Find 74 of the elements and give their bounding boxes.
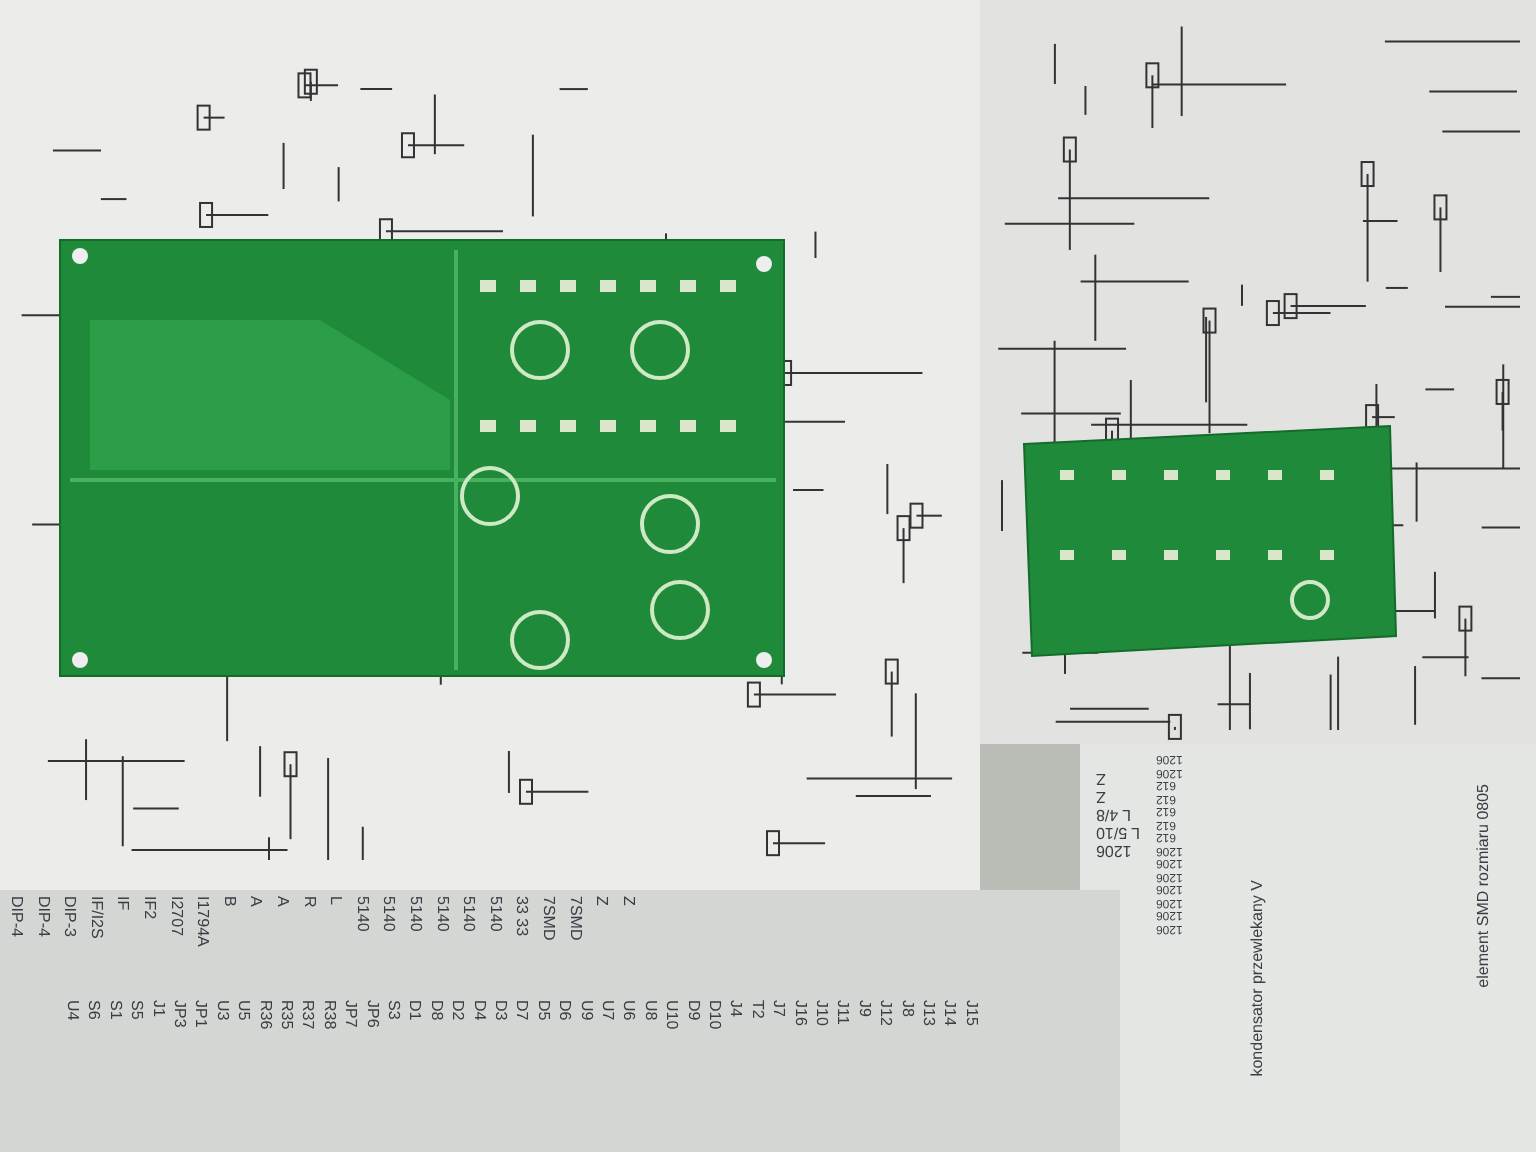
- part-reference: JP3: [171, 1000, 187, 1028]
- part-reference: U7: [599, 1000, 615, 1021]
- note-text: element SMD rozmiaru 0805: [1476, 784, 1492, 988]
- part-value: Z: [1096, 788, 1106, 804]
- part-reference: D10: [706, 1000, 722, 1030]
- part-reference: J13: [920, 1000, 936, 1026]
- part-reference: J8: [898, 1000, 915, 1017]
- part-value: IF: [114, 896, 131, 911]
- part-value: 5140: [353, 896, 370, 932]
- part-value: A: [247, 896, 264, 907]
- part-value: IF2: [141, 896, 157, 920]
- part-value: 7SMD: [566, 896, 583, 941]
- part-value: Z: [1096, 770, 1106, 786]
- part-reference: J11: [834, 1000, 851, 1025]
- part-value: L 5/10: [1096, 824, 1140, 840]
- part-value: Z: [593, 896, 610, 906]
- part-reference: U3: [213, 1000, 230, 1021]
- part-value: B: [220, 896, 237, 907]
- part-reference: R38: [320, 1000, 337, 1030]
- part-reference: J1: [149, 1000, 166, 1017]
- part-reference: D6: [556, 1000, 573, 1021]
- part-reference: JP7: [342, 1000, 359, 1028]
- part-reference: D5: [534, 1000, 551, 1021]
- part-reference: R35: [278, 1000, 294, 1030]
- part-reference: S1: [106, 1000, 123, 1020]
- part-value: 5140: [460, 896, 477, 932]
- part-reference: J4: [727, 1000, 744, 1017]
- part-reference: U9: [577, 1000, 594, 1021]
- part-value: I1794A: [194, 896, 211, 947]
- part-value: IF/I2S: [87, 896, 104, 939]
- note-text: kondensator przewlekany V: [1250, 880, 1266, 1077]
- part-reference: U4: [64, 1000, 80, 1021]
- part-reference: J12: [877, 1000, 894, 1026]
- part-reference: D9: [684, 1000, 701, 1021]
- part-reference: JP1: [192, 1000, 209, 1028]
- part-reference: R36: [256, 1000, 273, 1030]
- part-reference: D2: [449, 1000, 466, 1021]
- part-value: DIP-4: [34, 896, 51, 937]
- part-value: A: [274, 896, 290, 907]
- part-value: 5140: [433, 896, 450, 932]
- part-value: L 4/8: [1096, 806, 1131, 822]
- part-reference: R37: [299, 1000, 316, 1030]
- part-reference: J10: [813, 1000, 829, 1026]
- part-reference: U10: [663, 1000, 680, 1030]
- part-reference: J9: [855, 1000, 872, 1017]
- part-reference: U6: [620, 1000, 637, 1021]
- part-reference: J15: [962, 1000, 979, 1026]
- part-reference: D3: [492, 1000, 508, 1021]
- part-value: 5140: [380, 896, 397, 932]
- part-value: DIP-4: [8, 896, 24, 937]
- part-reference: JP6: [363, 1000, 380, 1028]
- part-value: 33 33: [513, 896, 530, 937]
- part-reference: U8: [641, 1000, 658, 1021]
- part-value: I2707: [167, 896, 184, 937]
- part-value: 7SMD: [540, 896, 556, 941]
- part-reference: D1: [406, 1000, 423, 1021]
- part-reference: S5: [128, 1000, 145, 1020]
- part-reference: D8: [427, 1000, 444, 1021]
- part-reference: J14: [941, 1000, 958, 1026]
- part-reference: D7: [513, 1000, 530, 1021]
- part-value: DIP-3: [61, 896, 78, 937]
- part-value: Z: [619, 896, 636, 906]
- part-reference: J7: [770, 1000, 787, 1017]
- part-reference: D4: [470, 1000, 487, 1021]
- part-value: 1206: [1096, 842, 1132, 858]
- part-reference: S3: [385, 1000, 401, 1020]
- part-reference: U5: [235, 1000, 252, 1021]
- part-value: L: [327, 896, 344, 905]
- part-value: 5140: [486, 896, 503, 932]
- part-reference: T2: [748, 1000, 765, 1019]
- part-reference: S6: [85, 1000, 102, 1020]
- part-value: R: [300, 896, 317, 908]
- part-reference: J16: [791, 1000, 808, 1026]
- part-value: 5140: [407, 896, 423, 932]
